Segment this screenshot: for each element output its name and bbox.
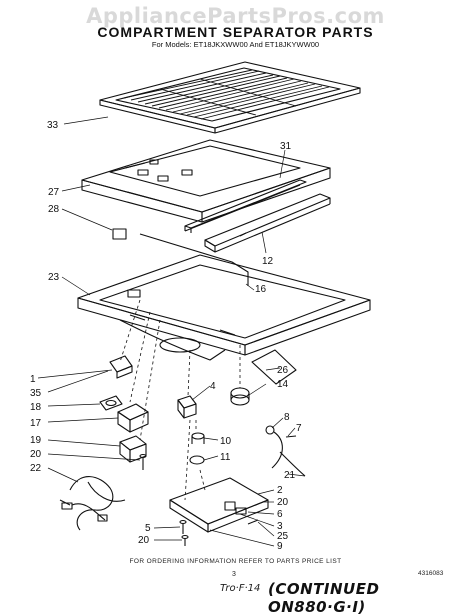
part-20-screw-upper [140,455,146,471]
part-21-wire [280,452,305,476]
callout-18: 18 [30,402,42,413]
callout-3: 3 [277,521,283,532]
ordering-footnote: FOR ORDERING INFORMATION REFER TO PARTS … [129,558,342,565]
part-20-screw-lower [182,536,188,547]
callout-7: 7 [296,423,302,434]
part-33-grille [100,62,360,133]
site-watermark: AppliancePartsPros.com [86,4,385,28]
part-11-lamp [190,456,204,464]
callout-21: 21 [284,470,296,481]
callout-26: 26 [277,365,289,376]
part-17-control-housing [118,404,148,432]
page-number: 3 [232,571,236,578]
part-19-control [120,436,146,462]
callout-23: 23 [48,272,60,283]
callout-27: 27 [48,187,60,198]
part-5-screw [180,521,186,535]
callout-2: 2 [277,485,283,496]
callout-10: 10 [220,436,232,447]
part-27-separator-frame [82,140,330,222]
part-16-wire [140,234,248,286]
part-10-lamp-socket [192,433,204,444]
part-22-wire-harness [60,477,125,530]
callout-20-bottom: 20 [138,535,150,546]
document-code: 4316083 [418,570,444,577]
callout-14: 14 [277,379,289,390]
diagram-title: COMPARTMENT SEPARATOR PARTS [97,24,374,40]
callout-28: 28 [48,204,60,215]
part-31-strip [185,180,306,233]
part-1-bracket [110,356,132,378]
model-subtitle: For Models: ET18JKXWW00 And ET18JKYWW00 [151,40,320,49]
part-4-bracket [178,396,196,418]
callout-33: 33 [47,120,59,131]
callout-17: 17 [30,418,42,429]
callout-25: 25 [277,531,289,542]
callout-6: 6 [277,509,283,520]
callout-4: 4 [210,381,216,392]
part-14-grommet [231,388,249,405]
callout-leader-lines [38,117,305,546]
callout-8: 8 [284,412,290,423]
part-18-knob [100,396,122,410]
handwritten-continuation-note: (CONTINUED ON880·G·I) [268,580,380,616]
part-12-rail [205,194,330,252]
lower-bracket-assembly [170,478,268,532]
part-26-insulation [252,350,296,384]
handwritten-note-small: Tro·F·14 [220,583,261,594]
callout-31: 31 [280,141,292,152]
callout-9: 9 [277,541,283,552]
callout-11: 11 [220,452,231,463]
callout-16: 16 [255,284,267,295]
callout-5: 5 [145,523,151,534]
part-28-clip [113,229,126,239]
callout-22: 22 [30,463,42,474]
exploded-parts-diagram: 33 31 27 28 12 23 16 1 35 18 17 19 20 22… [30,0,471,552]
callout-20-left: 20 [30,449,42,460]
callout-1: 1 [30,374,36,385]
callout-19: 19 [30,435,42,446]
callout-35: 35 [30,388,42,399]
callout-12: 12 [262,256,274,267]
part-23-housing [78,255,370,360]
assembly-guide-lines [120,300,240,500]
part-7-wire [286,436,296,437]
part-8-lamp-cord [266,426,282,468]
callout-20-right: 20 [277,497,289,508]
